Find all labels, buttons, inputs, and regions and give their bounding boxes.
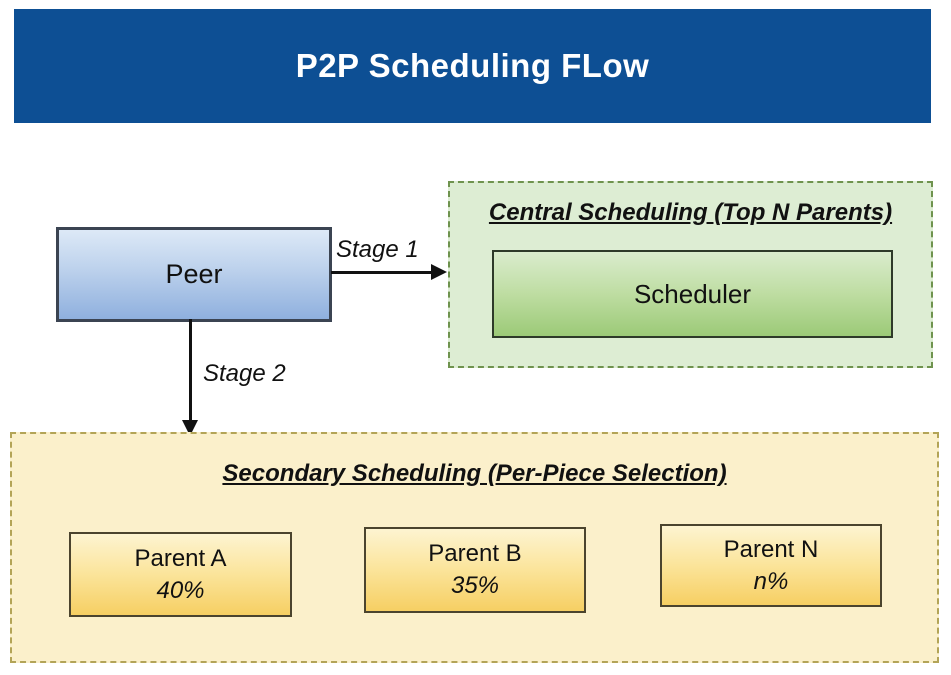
secondary-scheduling-group: Secondary Scheduling (Per-Piece Selectio… [10,432,939,663]
parent-n-share: n% [753,567,789,595]
parent-b-label: Parent B [428,540,522,567]
central-scheduling-group: Central Scheduling (Top N Parents) Sched… [448,181,933,368]
stage1-arrow-line [331,271,433,274]
title-banner: P2P Scheduling FLow [14,9,931,123]
peer-node: Peer [56,227,332,322]
parent-a-share: 40% [156,576,205,604]
page-title: P2P Scheduling FLow [295,47,650,84]
stage1-arrow-label: Stage 1 [336,236,419,263]
parent-a-label: Parent A [134,544,227,572]
central-scheduling-title: Central Scheduling (Top N Parents) [488,199,893,226]
parent-n-node: Parent N n% [660,524,882,607]
stage1-arrowhead-icon [431,264,447,280]
scheduler-node-label: Scheduler [633,278,752,309]
stage2-arrow-line [189,319,192,420]
secondary-scheduling-title: Secondary Scheduling (Per-Piece Selectio… [222,460,727,487]
stage2-arrow-label: Stage 2 [203,360,286,387]
peer-node-label: Peer [165,259,223,289]
parent-b-node: Parent B 35% [364,527,586,613]
parent-n-label: Parent N [723,535,819,563]
parent-b-share: 35% [450,572,500,599]
parent-a-node: Parent A 40% [69,532,292,617]
scheduler-node: Scheduler [492,250,893,338]
